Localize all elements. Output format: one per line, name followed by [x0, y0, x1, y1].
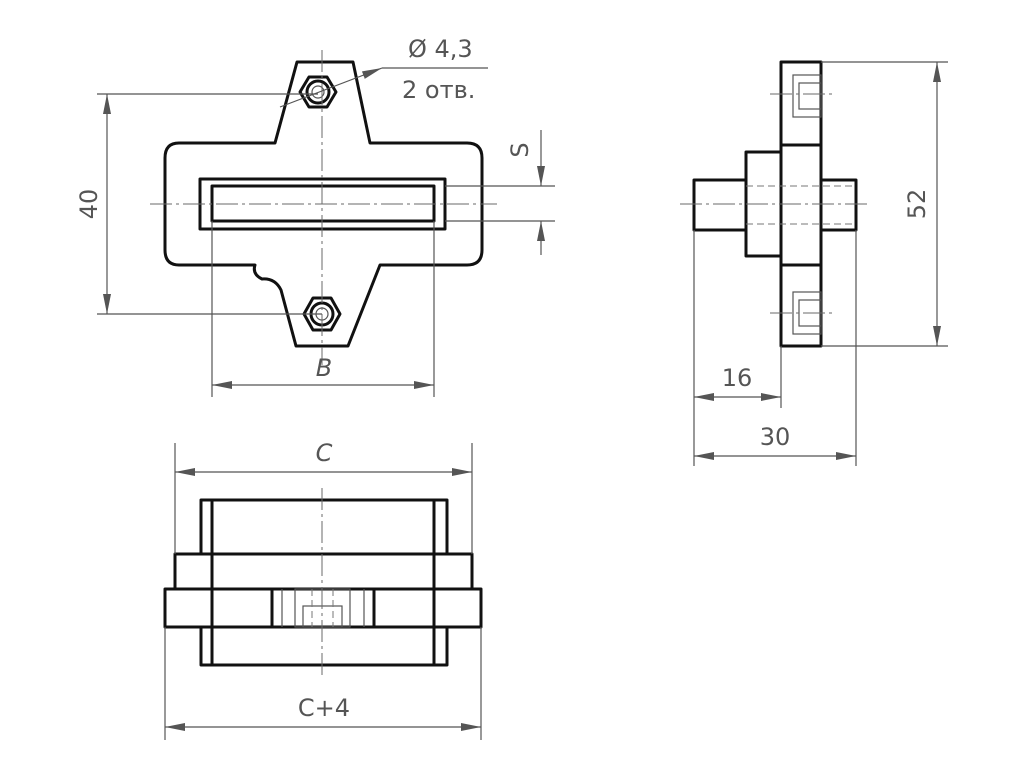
side-stem-right [819, 178, 858, 232]
label-depth-30: 30 [760, 423, 791, 451]
side-nut-top-inner [798, 82, 822, 110]
label-width-c: C [316, 439, 333, 467]
dimension-width-c-plus-4: C+4 [164, 627, 482, 740]
top-view [163, 488, 483, 678]
label-width-b: B [316, 354, 332, 382]
side-nut-top [792, 74, 822, 118]
dimension-slot-s: S [445, 130, 555, 255]
dimension-depth: 16 30 [693, 230, 857, 466]
bolt-hole-top-inner [311, 85, 325, 99]
label-height-52: 52 [903, 189, 931, 220]
front-view-body-outline [163, 60, 484, 348]
label-hole-count: 2 отв. [402, 76, 475, 104]
label-depth-16: 16 [722, 364, 753, 392]
top-nut-housing [270, 587, 376, 629]
dimension-hole-diameter: Ø 4,3 2 отв. [279, 35, 488, 108]
dimension-width-b: B [211, 221, 435, 397]
side-view [680, 60, 870, 348]
label-width-c-plus-4: C+4 [298, 694, 350, 722]
hex-nut-top [298, 75, 338, 109]
label-height-40: 40 [75, 189, 103, 220]
side-stem-left [692, 178, 748, 232]
bolt-hole-top [305, 79, 331, 105]
dimension-height-40: 40 [75, 93, 322, 315]
top-upper-block [199, 498, 449, 556]
label-hole-diameter: Ø 4,3 [408, 35, 473, 63]
leader-line-hole [279, 67, 383, 108]
front-view [150, 50, 497, 365]
dimension-height-52: 52 [821, 61, 948, 347]
label-slot-s: S [506, 142, 534, 157]
top-flange [173, 552, 474, 591]
top-lower-block [199, 625, 449, 667]
dimension-width-c: C [174, 439, 473, 554]
